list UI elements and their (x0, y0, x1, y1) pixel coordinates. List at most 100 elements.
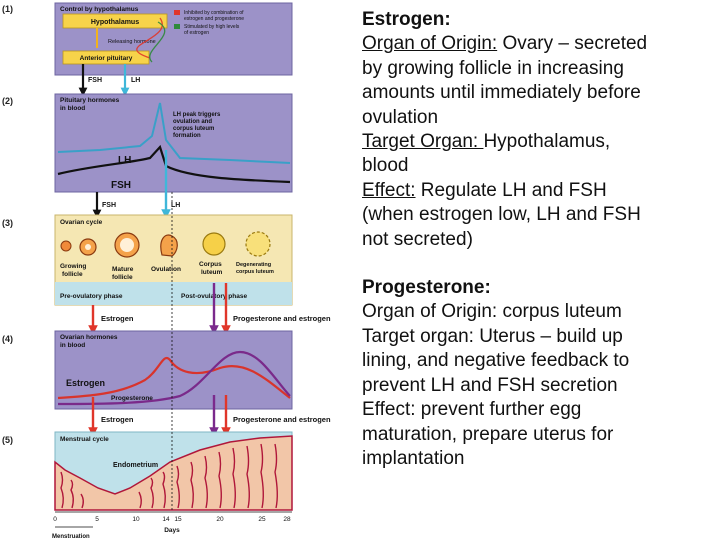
progesterone-line6: maturation, prepare uterus for (362, 423, 614, 445)
estrogen-origin: Organ of Origin: Ovary – secreted (362, 32, 714, 56)
endometrium-label: Endometrium (113, 462, 158, 469)
panel-title: Ovarian cycle (60, 219, 103, 226)
tick-label: 20 (216, 516, 224, 523)
estrogen-origin-line3: amounts until immediately before (362, 82, 641, 104)
progesterone-line5: Effect: prevent further egg (362, 399, 582, 421)
estrogen-effect-line2: (when estrogen low, LH and FSH (362, 204, 641, 226)
lh-arrow-label-2: LH (171, 202, 180, 209)
estrogen-target-line2: blood (362, 155, 409, 177)
fsh-arrow-label: FSH (88, 77, 102, 84)
panel-title: Menstrual cycle (60, 436, 109, 443)
inhibit-legend-swatch (174, 10, 180, 15)
inhibit-legend-line1: Inhibited by combination of (184, 10, 244, 16)
fsh-arrow-label-2: FSH (102, 202, 116, 209)
stage-growing-line1: Growing (60, 263, 86, 270)
progesterone-heading: Progesterone: (362, 277, 491, 299)
spiral-arteries (60, 443, 278, 509)
lh-arrow-label: LH (131, 77, 140, 84)
days-axis-title: Days (164, 527, 180, 534)
panel-number: (5) (2, 435, 13, 445)
pre-ovulatory-label: Pre-ovulatory phase (60, 293, 123, 300)
estrogen-arrow-label: Estrogen (101, 314, 134, 323)
lh-peak-line1: LH peak triggers (173, 112, 221, 118)
tick-label: 15 (174, 516, 182, 523)
panel-number: (4) (2, 334, 13, 344)
lh-curve (57, 102, 291, 164)
stage-corpus-line1: Corpus (199, 261, 222, 268)
stage-mature-line1: Mature (112, 266, 134, 273)
panel-title-line1: Ovarian hormones (60, 334, 118, 341)
tick-label: 10 (132, 516, 140, 523)
stage-mature-line2: follicle (112, 274, 133, 281)
progesterone-line3: lining, and negative feedback to (362, 350, 630, 372)
hormone-notes: Estrogen: Organ of Origin: Ovary – secre… (362, 8, 714, 471)
panel-pituitary-hormones: (2) Pituitary hormones in blood LH peak … (2, 93, 293, 193)
stimulate-legend-line1: Stimulated by high levels (184, 24, 240, 30)
estrogen-effect-line3: not secreted) (362, 228, 473, 250)
inhibit-legend-line2: estrogen and progesterone (184, 16, 244, 22)
tick-label: 25 (258, 516, 266, 523)
corpus-luteum-icon (202, 232, 226, 256)
estrogen-effect: Effect: Regulate LH and FSH (362, 179, 714, 203)
hypothalamus-label: Hypothalamus (91, 19, 139, 26)
tick-label: 14 (162, 516, 170, 523)
panel-title-line2: in blood (60, 342, 85, 349)
estrogen-arrow-label-2: Estrogen (101, 415, 134, 424)
estrogen-curve (57, 357, 291, 400)
estrogen-target-label: Target Organ: (362, 131, 484, 153)
tick-label: 5 (95, 516, 99, 523)
panel-number: (1) (2, 4, 13, 14)
progesterone-curve-label: Progesterone (111, 395, 153, 402)
panel-number: (2) (2, 96, 13, 106)
stage-growing-line2: follicle (62, 271, 83, 278)
estrogen-target: Target Organ: Hypothalamus, (362, 130, 714, 154)
panel-control-by-hypothalamus: (1) Control by hypothalamus Hypothalamus… (2, 2, 293, 76)
menstrual-cycle-diagram: (1) Control by hypothalamus Hypothalamus… (2, 2, 331, 540)
estrogen-heading: Estrogen: (362, 9, 451, 30)
estrogen-target-line1: Hypothalamus, (483, 131, 611, 153)
estrogen-origin-line4: ovulation (362, 106, 439, 128)
stimulate-legend-swatch (174, 24, 180, 29)
stimulate-legend-line2: of estrogen (184, 30, 209, 36)
estrogen-origin-label: Organ of Origin: (362, 33, 498, 55)
tick-label: 28 (283, 516, 291, 523)
progesterone-line4: prevent LH and FSH secretion (362, 374, 618, 396)
lh-peak-line2: ovulation and (173, 119, 212, 125)
days-axis: 0 5 10 14 15 20 25 28 Days Menstruation (52, 511, 292, 540)
anterior-pituitary-label: Anterior pituitary (80, 55, 133, 62)
progesterone-curve (57, 350, 291, 406)
stage-ovulation: Ovulation (151, 266, 181, 273)
degenerating-corpus-luteum-icon (245, 231, 271, 257)
progesterone-line1: Organ of Origin: corpus luteum (362, 301, 622, 323)
stage-degenerating-line2: corpus luteum (236, 269, 274, 275)
endometrium-lining (54, 435, 293, 511)
hypothalamus-box (62, 13, 168, 29)
panel-title-line1: Pituitary hormones (60, 97, 120, 104)
progesterone-estrogen-label-2: Progesterone and estrogen (233, 415, 331, 424)
lh-curve-label: LH (118, 155, 131, 166)
lh-peak-line3: corpus luteum (173, 126, 214, 132)
progesterone-estrogen-label: Progesterone and estrogen (233, 314, 331, 323)
panel-ovarian-cycle: (3) Ovarian cycle Growing follicle Matur… (2, 214, 293, 306)
panel-menstrual-cycle: (5) Menstrual cycle Endometrium (2, 431, 293, 511)
releasing-hormone-label: Releasing hormone (108, 39, 156, 45)
estrogen-origin-line2: by growing follicle in increasing (362, 57, 624, 79)
stage-degenerating-line1: Degenerating (236, 262, 271, 268)
follicle-small-icon (60, 240, 72, 252)
progesterone-line7: implantation (362, 447, 465, 469)
panel-title: Control by hypothalamus (60, 6, 139, 13)
progesterone-line2: Target organ: Uterus – build up (362, 325, 623, 347)
lh-peak-line4: formation (173, 133, 201, 139)
ovulation-icon (160, 234, 178, 257)
estrogen-curve-label: Estrogen (66, 378, 105, 388)
tick-label: 0 (53, 516, 57, 523)
fsh-curve-label: FSH (111, 180, 131, 191)
panel-number: (3) (2, 218, 13, 228)
estrogen-effect-label: Effect: (362, 179, 416, 201)
estrogen-origin-line1: Ovary – secreted (497, 33, 648, 55)
menstruation-label: Menstruation (52, 534, 90, 540)
stage-corpus-line2: luteum (201, 269, 223, 276)
panel-title-line2: in blood (60, 105, 85, 112)
panel-ovarian-hormones: (4) Ovarian hormones in blood Estrogen P… (2, 330, 293, 410)
estrogen-effect-line1: Regulate LH and FSH (415, 179, 607, 201)
